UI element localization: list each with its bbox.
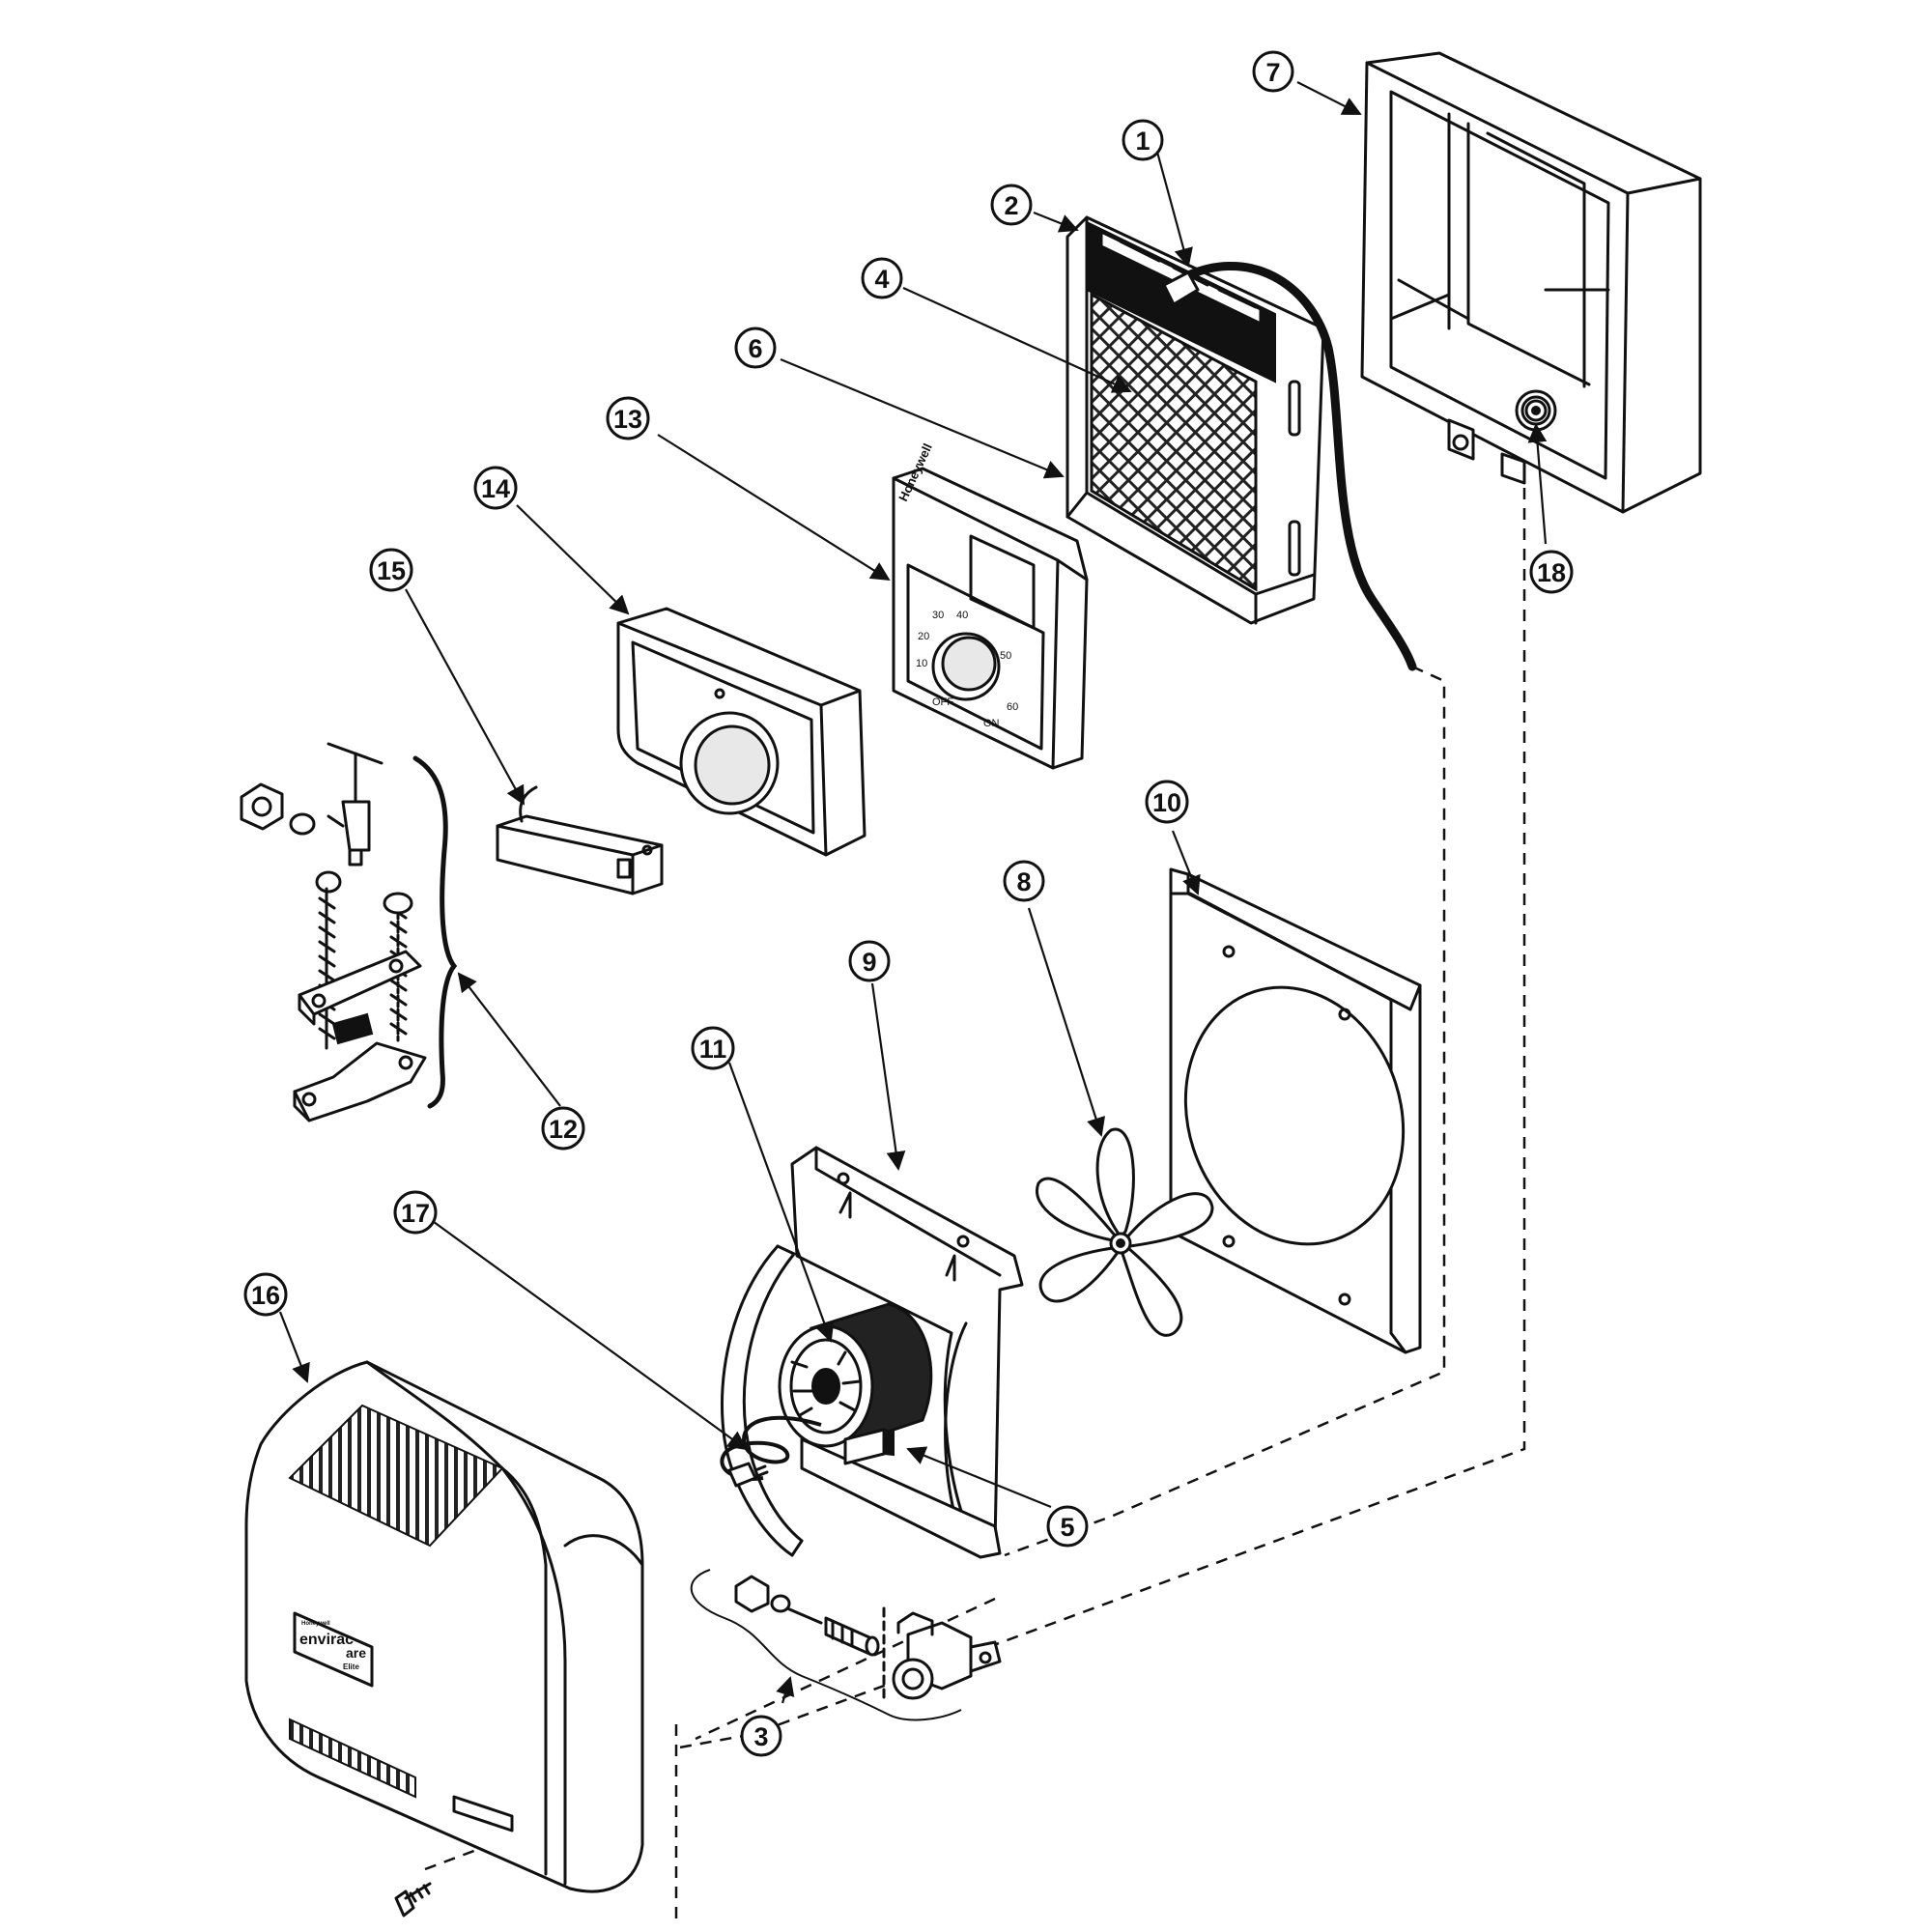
svg-text:17: 17 xyxy=(401,1199,430,1228)
svg-text:7: 7 xyxy=(1265,58,1280,87)
callout-8: 8 xyxy=(1003,860,1045,902)
dial-40: 40 xyxy=(956,610,968,621)
part-12-mounting-hardware xyxy=(240,742,458,1122)
callout-3: 3 xyxy=(740,1715,782,1757)
svg-text:3: 3 xyxy=(753,1722,768,1751)
svg-text:9: 9 xyxy=(862,948,876,977)
callout-17: 17 xyxy=(393,1190,438,1235)
callout-18: 18 xyxy=(1529,550,1574,594)
svg-text:2: 2 xyxy=(1004,191,1018,220)
svg-text:13: 13 xyxy=(613,405,642,434)
part-16-front-cover: Honeywell envirac are Elite xyxy=(244,1360,644,1893)
cover-screw xyxy=(394,1882,432,1918)
part-11-fan-motor xyxy=(778,1302,933,1448)
callout-2: 2 xyxy=(990,184,1033,226)
callout-10: 10 xyxy=(1145,780,1189,824)
dial-50: 50 xyxy=(1000,650,1011,662)
cover-brand: envirac xyxy=(299,1632,354,1648)
callout-15: 15 xyxy=(369,548,413,592)
dial-20: 20 xyxy=(918,631,929,642)
callout-14: 14 xyxy=(473,466,518,510)
part-3-solenoid-valve xyxy=(690,1569,1002,1721)
svg-text:15: 15 xyxy=(377,556,406,585)
dial-on: ON xyxy=(983,718,1000,729)
svg-text:10: 10 xyxy=(1152,788,1181,817)
part-14-humidistat-cover xyxy=(616,607,867,857)
part-15-transformer xyxy=(496,785,664,895)
dial-60: 60 xyxy=(1007,701,1018,713)
callout-5: 5 xyxy=(1046,1505,1089,1548)
callout-12: 12 xyxy=(541,1106,585,1151)
callout-13: 13 xyxy=(606,396,650,440)
svg-text:4: 4 xyxy=(874,265,889,294)
callout-11: 11 xyxy=(691,1026,735,1070)
svg-text:1: 1 xyxy=(1135,127,1150,156)
callout-1: 1 xyxy=(1122,119,1164,161)
part-9-motor-bracket xyxy=(721,1146,1024,1559)
part-8-fan-blade xyxy=(1036,1127,1214,1337)
callout-7: 7 xyxy=(1252,50,1294,93)
cover-brand-tail: are xyxy=(346,1645,366,1661)
cover-brand-small: Honeywell xyxy=(301,1621,330,1627)
dial-10: 10 xyxy=(916,658,927,669)
svg-text:12: 12 xyxy=(549,1115,578,1144)
callout-9: 9 xyxy=(848,940,891,982)
part-10-mounting-plate xyxy=(1169,867,1422,1354)
svg-text:8: 8 xyxy=(1016,867,1031,896)
part-17-power-cord xyxy=(720,1415,822,1488)
callout-6: 6 xyxy=(734,327,777,369)
part-4-evaporator-pad xyxy=(1090,292,1258,592)
svg-text:11: 11 xyxy=(699,1035,727,1064)
svg-text:6: 6 xyxy=(748,334,762,363)
callout-4: 4 xyxy=(861,257,903,299)
part-5-terminal-block xyxy=(843,1428,895,1465)
svg-text:5: 5 xyxy=(1060,1513,1074,1542)
svg-text:16: 16 xyxy=(251,1281,280,1310)
svg-text:18: 18 xyxy=(1537,558,1566,587)
dial-off: OFF xyxy=(932,696,953,708)
part-13-humidistat: Honeywell 10 20 30 40 50 60 OFF ON xyxy=(892,441,1089,770)
cover-brand-sub: Elite xyxy=(343,1662,359,1671)
svg-text:14: 14 xyxy=(481,474,510,503)
leader-lines xyxy=(278,81,1548,1704)
dial-30: 30 xyxy=(932,610,944,621)
part-7-housing xyxy=(1360,51,1702,514)
part-1-feed-tube xyxy=(1162,262,1417,671)
callout-16: 16 xyxy=(243,1272,288,1317)
